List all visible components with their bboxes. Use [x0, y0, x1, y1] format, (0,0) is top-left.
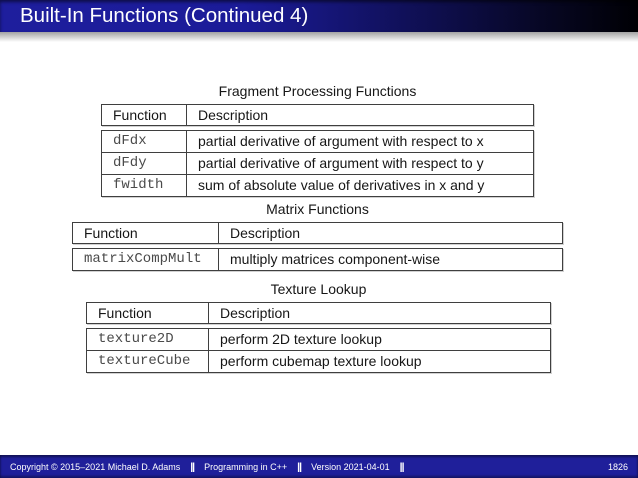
- slide-title: Built-In Functions (Continued 4): [20, 4, 309, 27]
- description-cell: multiply matrices component-wise: [218, 249, 562, 270]
- column-header-description: Description: [186, 105, 533, 125]
- table-caption: Fragment Processing Functions: [218, 83, 417, 99]
- description-cell: perform 2D texture lookup: [208, 329, 550, 350]
- column-header-description: Description: [208, 303, 550, 323]
- function-cell: dFdy: [113, 155, 147, 171]
- table-header-row: Function Description: [86, 302, 551, 324]
- table-row: texture2D perform 2D texture lookup: [87, 329, 550, 350]
- table-row: fwidth sum of absolute value of derivati…: [102, 174, 533, 196]
- table-row: dFdy partial derivative of argument with…: [102, 152, 533, 174]
- table-header-row: Function Description: [72, 222, 563, 244]
- table-body: texture2D perform 2D texture lookup text…: [86, 328, 551, 373]
- column-header-function: Function: [113, 107, 167, 123]
- description-cell: partial derivative of argument with resp…: [186, 153, 533, 174]
- table-body: matrixCompMult multiply matrices compone…: [72, 248, 563, 271]
- function-cell: dFdx: [113, 133, 147, 149]
- description-cell: perform cubemap texture lookup: [208, 351, 550, 372]
- table-row: textureCube perform cubemap texture look…: [87, 350, 550, 372]
- footer-separator: ||: [399, 460, 405, 473]
- title-bar: Built-In Functions (Continued 4): [0, 0, 638, 32]
- column-header-function: Function: [98, 305, 152, 321]
- table-caption: Texture Lookup: [270, 281, 367, 297]
- footer-bar: Copyright © 2015–2021 Michael D. Adams |…: [0, 455, 638, 478]
- column-header-function: Function: [84, 225, 138, 241]
- footer-separator: ||: [297, 460, 302, 473]
- table-body: dFdx partial derivative of argument with…: [101, 130, 534, 197]
- function-cell: fwidth: [113, 177, 164, 193]
- footer-course: Programming in C++: [204, 461, 288, 472]
- footer-copyright: Copyright © 2015–2021 Michael D. Adams: [10, 461, 181, 472]
- table-texture-lookup: Texture Lookup Function Description text…: [86, 282, 551, 373]
- table-header-row: Function Description: [101, 104, 534, 126]
- footer-separator: ||: [190, 460, 195, 473]
- table-row: matrixCompMult multiply matrices compone…: [73, 249, 562, 270]
- footer-version: Version 2021-04-01: [311, 461, 390, 472]
- footer-page-number: 1826: [607, 461, 628, 472]
- description-cell: sum of absolute value of derivatives in …: [186, 175, 533, 196]
- table-matrix-functions: Matrix Functions Function Description ma…: [72, 202, 563, 271]
- column-header-description: Description: [218, 223, 562, 243]
- function-cell: matrixCompMult: [84, 251, 202, 267]
- function-cell: texture2D: [98, 331, 174, 347]
- description-cell: partial derivative of argument with resp…: [186, 131, 533, 152]
- function-cell: textureCube: [98, 353, 191, 369]
- table-caption: Matrix Functions: [266, 201, 369, 217]
- table-row: dFdx partial derivative of argument with…: [102, 131, 533, 152]
- table-fragment-processing-functions: Fragment Processing Functions Function D…: [101, 84, 534, 197]
- title-bar-shadow: [0, 32, 638, 42]
